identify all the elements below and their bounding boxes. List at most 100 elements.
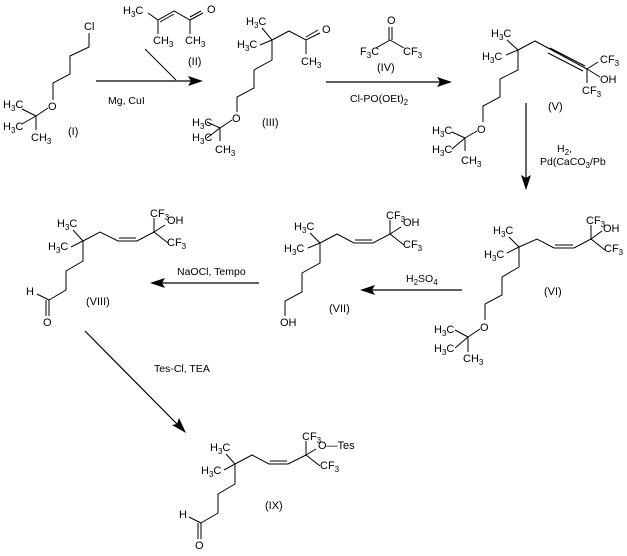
compound-IV: O F3C CF3 (IV) <box>360 15 423 74</box>
reaction-arrow-step4: H2SO4 <box>360 273 462 295</box>
arrowhead <box>521 175 531 190</box>
compound-label-V: (V) <box>548 101 563 113</box>
trifluoromethyl-label: CF3 <box>302 431 322 445</box>
trifluoromethyl-label: CF3 <box>403 46 423 60</box>
compound-label-VIII: (VIII) <box>86 296 110 308</box>
methyl-label: H3C <box>491 28 511 42</box>
atom-oh: OH <box>600 74 617 86</box>
trifluoromethyl-label: F3C <box>360 46 379 60</box>
co-reactant-line <box>144 48 177 81</box>
atom-o: O <box>232 113 241 125</box>
trifluoromethyl-label: CF3 <box>150 208 170 222</box>
atom-o: O <box>43 317 52 329</box>
bonds-V <box>482 39 588 122</box>
methyl-label: H3C <box>3 99 23 113</box>
bonds-II <box>147 10 204 34</box>
methyl-label: H3C <box>493 225 513 239</box>
compound-IX: H3C H3C CF3 O—Tes CF3 H O (IX) <box>179 431 355 552</box>
methyl-label: H3C <box>237 39 257 53</box>
bonds-chain-I <box>52 33 90 100</box>
bonds-aldehyde-IX <box>188 516 202 539</box>
reaction-arrow-step5: NaOCl, Tempo <box>150 266 259 288</box>
bonds-III <box>236 27 321 112</box>
methyl-label: CH3 <box>185 35 206 49</box>
bonds-quaternary-VI <box>590 225 606 251</box>
trifluoromethyl-label: CF3 <box>582 85 602 99</box>
compound-VII: H3C H3C CF3 OH CF3 OH (VII) <box>280 210 423 329</box>
compound-II: H3C O CH3 CH3 (II) <box>123 4 216 68</box>
atom-o: O <box>195 540 204 552</box>
methyl-label: H3C <box>432 125 452 139</box>
reagent-label: H2SO4 <box>406 273 438 287</box>
atom-oh: OH <box>167 215 184 227</box>
methyl-label: H3C <box>48 241 68 255</box>
bonds-IX <box>200 453 307 524</box>
methyl-label: H3C <box>3 121 23 135</box>
methyl-label: H3C <box>484 249 504 263</box>
compound-V: H3C H3C CF3 OH CF3 (V) O H3C H3C CH3 <box>432 28 620 169</box>
atom-oh: OH <box>403 217 420 229</box>
bonds-tbu-VI <box>454 328 481 352</box>
compound-label-I: (I) <box>68 126 78 138</box>
compound-label-III: (III) <box>262 117 279 129</box>
trifluoromethyl-label: CF3 <box>320 460 340 474</box>
arrowhead <box>360 285 375 295</box>
methyl-label: H3C <box>434 324 454 338</box>
reagent-label: H2, <box>557 143 572 157</box>
methyl-label: CH3 <box>301 56 322 70</box>
bonds-quaternary-VII <box>389 220 405 246</box>
reagent-label: Mg, CuI <box>108 95 145 107</box>
compound-label-II: (II) <box>188 56 201 68</box>
trifluoromethyl-label: CF3 <box>586 215 606 229</box>
atom-oh: OH <box>280 317 297 329</box>
methyl-label: H3C <box>482 51 502 65</box>
bonds-quaternary-IX <box>305 441 321 467</box>
arrowhead <box>150 278 165 288</box>
compound-label-IX: (IX) <box>265 500 283 512</box>
bonds-tbu-III <box>206 119 233 141</box>
reaction-arrow-step1: Mg, CuI <box>96 48 203 107</box>
atom-o-tes: O—Tes <box>318 440 355 452</box>
compound-VI: H3C H3C CF3 OH CF3 (VI) O H3C H3C CH3 <box>434 215 624 367</box>
methyl-label: H3C <box>192 117 212 131</box>
methyl-label: H3C <box>432 144 452 158</box>
atom-h: H <box>26 286 34 298</box>
trifluoromethyl-label: CF3 <box>386 210 406 224</box>
methyl-label: CH3 <box>31 132 52 146</box>
arrowhead <box>172 418 186 433</box>
bonds-IV <box>375 27 405 49</box>
bonds-tbu-I <box>21 107 49 130</box>
methyl-label: CH3 <box>463 353 484 367</box>
trifluoromethyl-label: CF3 <box>600 54 620 68</box>
reaction-arrow-step6: Tes-Cl, TEA <box>84 330 210 433</box>
atom-o: O <box>207 4 216 16</box>
reagent-label: NaOCl, Tempo <box>177 266 246 278</box>
atom-oh: OH <box>603 223 620 235</box>
compound-label-VII: (VII) <box>329 303 350 315</box>
compound-VIII: H3C H3C CF3 OH CF3 H O (VIII) <box>26 208 187 329</box>
arrowhead <box>437 77 452 87</box>
methyl-label: CH3 <box>153 35 174 49</box>
reagent-label: Cl-PO(OEt)2 <box>350 93 409 107</box>
bonds-quaternary-VIII <box>153 218 169 244</box>
methyl-label: H3C <box>57 218 77 232</box>
atom-cl: Cl <box>84 21 94 33</box>
bonds-aldehyde-VIII <box>36 293 50 316</box>
methyl-label: H3C <box>210 442 230 456</box>
trifluoromethyl-label: CF3 <box>403 239 423 253</box>
compound-label-IV: (IV) <box>377 62 395 74</box>
methyl-label: H3C <box>434 343 454 357</box>
atom-o: O <box>480 322 489 334</box>
bonds-VI <box>484 236 592 320</box>
reagent-label: Pd(CaCO3/Pb <box>540 156 606 170</box>
arrowhead <box>188 76 203 86</box>
compound-III: H3C H3C O CH3 O H3C H3C CH3 (III) <box>192 16 331 158</box>
methyl-label: H3C <box>123 5 143 19</box>
methyl-label: H3C <box>294 221 314 235</box>
atom-o: O <box>48 101 57 113</box>
bonds-VII <box>284 232 391 316</box>
bonds-tbu-V <box>451 130 478 151</box>
bonds-VIII <box>48 229 155 301</box>
atom-o: O <box>322 24 331 36</box>
